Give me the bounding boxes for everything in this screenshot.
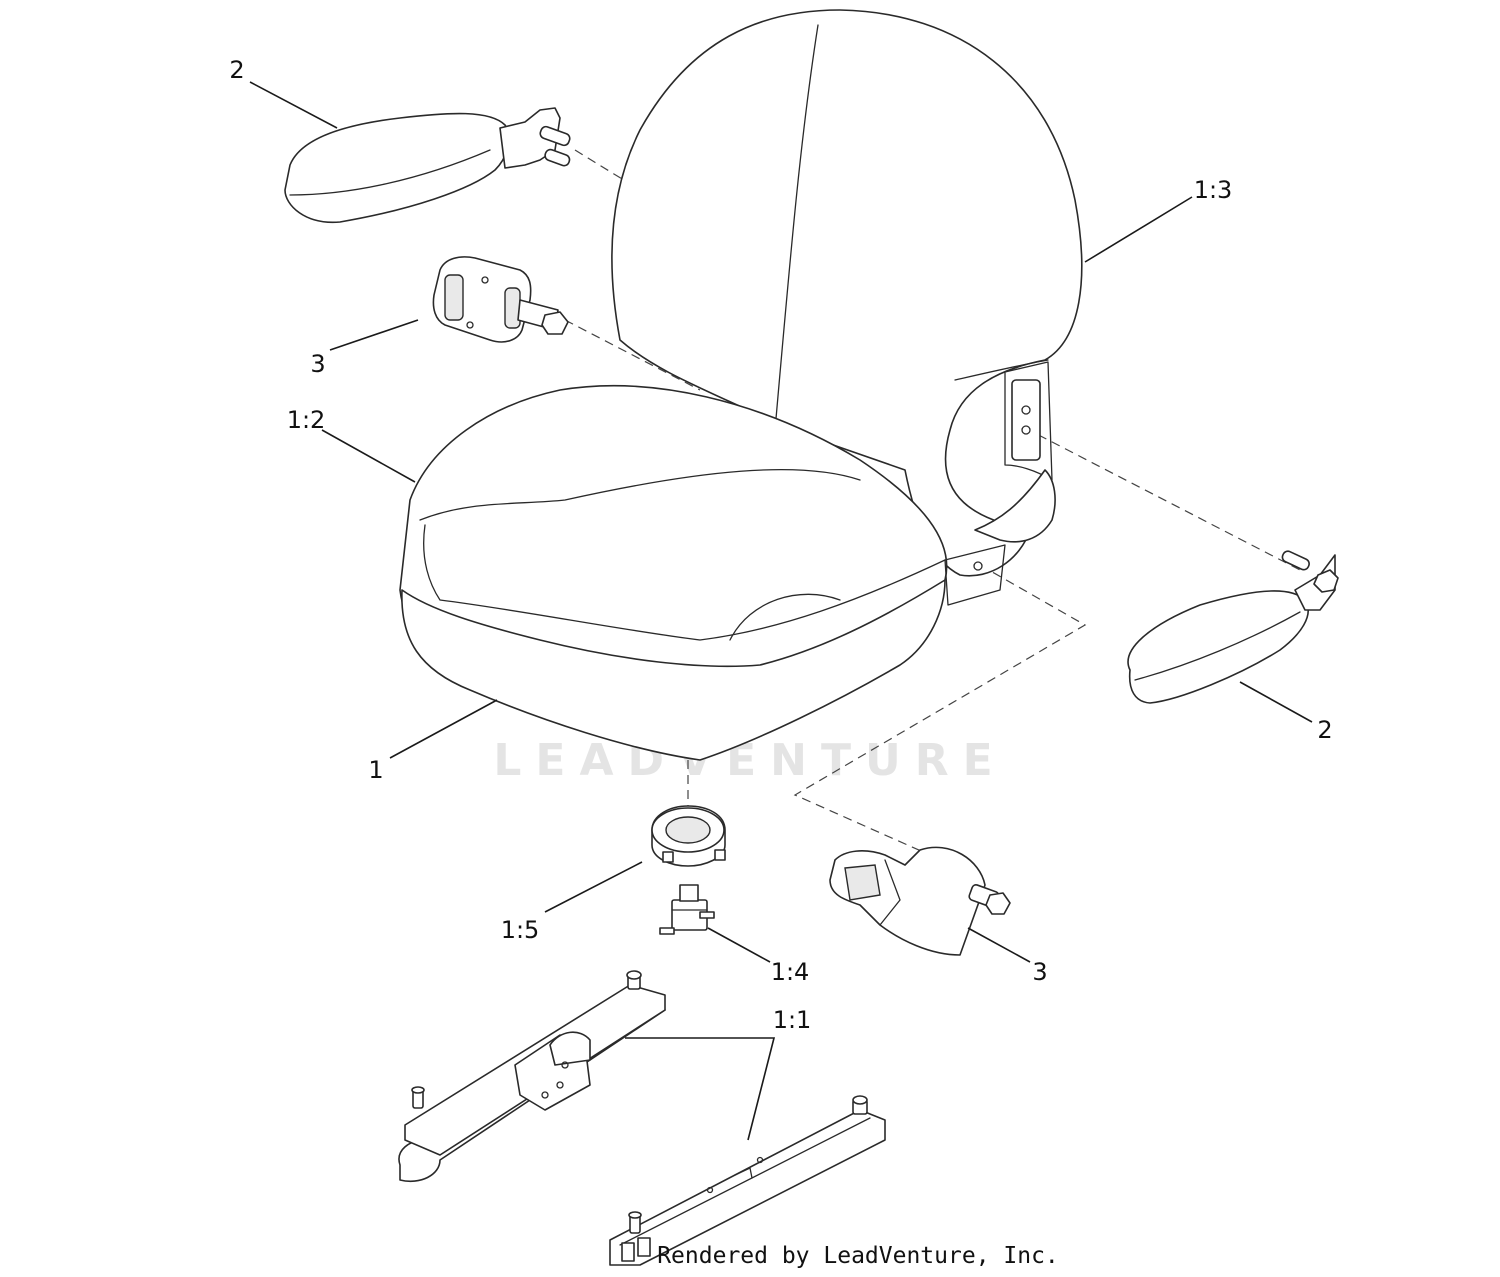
seat-track-right [609, 1095, 886, 1266]
watermark-text: LEADVENTURE [493, 735, 1006, 786]
leader-lines [249, 81, 1313, 1141]
callout-belt-left: 3 [310, 350, 325, 378]
seat-track-left [398, 970, 666, 1182]
callout-cushion: 1:2 [287, 406, 326, 434]
callout-seat: 1 [368, 756, 383, 784]
seat-cushion [399, 385, 1006, 761]
armrest-right [1127, 550, 1339, 704]
callout-track: 1:1 [773, 1006, 812, 1034]
seat-back [611, 9, 1083, 577]
callout-pad: 1:5 [501, 916, 540, 944]
seat-switch [659, 884, 715, 935]
pad-grommet [651, 805, 726, 867]
armrest-left [284, 107, 571, 223]
callouts: 2 1:3 3 1:2 2 1 1:5 1:4 3 1:1 [229, 56, 1332, 1034]
belt-buckle-right [829, 846, 1011, 956]
callout-switch: 1:4 [771, 958, 810, 986]
callout-armrest-left: 2 [229, 56, 244, 84]
callout-seat-back: 1:3 [1194, 176, 1233, 204]
callout-belt-right: 3 [1032, 958, 1047, 986]
callout-armrest-right: 2 [1317, 716, 1332, 744]
belt-buckle-left [432, 256, 569, 343]
footer-credit: Rendered by LeadVenture, Inc. [657, 1243, 1059, 1269]
